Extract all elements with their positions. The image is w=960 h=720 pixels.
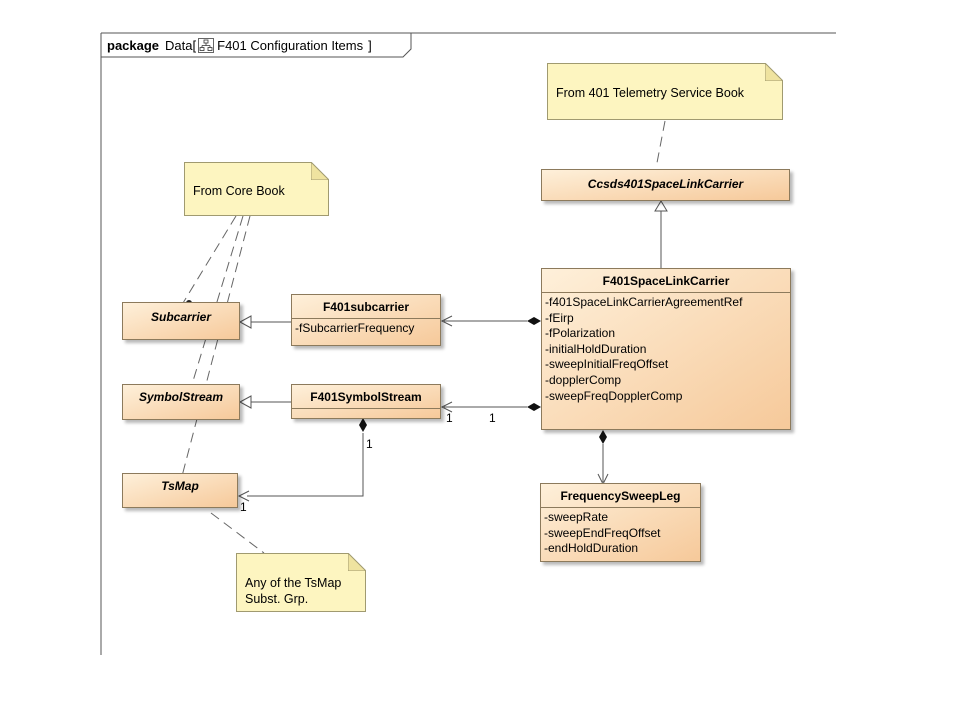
class-tsmap[interactable]: TsMap — [122, 473, 238, 508]
note-tsmap-line2: Subst. Grp. — [245, 592, 309, 606]
note-fold-icon — [765, 63, 783, 81]
composition-diamond — [527, 317, 541, 325]
class-name: Subcarrier — [150, 310, 212, 324]
navigability-arrow — [237, 490, 250, 502]
generalization-arrowhead — [238, 315, 252, 329]
attribute: -sweepInitialFreqOffset — [545, 357, 669, 372]
multiplicity-label: 1 — [446, 411, 453, 425]
composition-diamond — [359, 418, 367, 432]
attribute: -dopplerComp — [545, 372, 622, 387]
note-anchor-tsmap — [210, 512, 265, 554]
attribute: -sweepEndFreqOffset — [544, 525, 661, 540]
attribute-list: -fSubcarrierFrequency — [292, 318, 440, 339]
frame-header: package Data [ F401 Configuration Items … — [101, 33, 411, 57]
class-f401subcarrier[interactable]: F401subcarrier -fSubcarrierFrequency — [291, 294, 441, 346]
class-name: FrequencySweepLeg — [560, 489, 681, 503]
frame-keyword: package — [107, 37, 160, 53]
attribute: -fPolarization — [545, 326, 616, 341]
class-subcarrier[interactable]: Subcarrier — [122, 302, 240, 340]
attribute: -sweepFreqDopplerComp — [545, 388, 683, 403]
frame-tab-border — [101, 33, 412, 58]
composition-diamond — [599, 430, 607, 444]
class-name: Ccsds401SpaceLinkCarrier — [587, 177, 744, 191]
class-f401spacelinkcarrier[interactable]: F401SpaceLinkCarrier -f401SpaceLinkCarri… — [541, 268, 791, 430]
attribute: -f401SpaceLinkCarrierAgreementRef — [545, 295, 743, 309]
class-diagram-icon — [198, 37, 215, 53]
note-anchor-core-subcarrier — [182, 215, 237, 304]
frame-bracket-open: [ — [192, 37, 197, 53]
class-symbolstream[interactable]: SymbolStream — [122, 384, 240, 420]
note-anchor-core-symbolstream — [189, 215, 244, 392]
frame-bracket-close: ] — [368, 37, 372, 53]
class-ccsds401spacelinkcarrier[interactable]: Ccsds401SpaceLinkCarrier — [541, 169, 790, 201]
note-telemetry[interactable]: From 401 Telemetry Service Book — [547, 63, 783, 120]
attribute: -fSubcarrierFrequency — [295, 321, 415, 335]
note-core-text: From Core Book — [193, 184, 285, 198]
note-anchor-telemetry — [655, 120, 666, 169]
note-tsmap-line1: Any of the TsMap — [245, 576, 342, 590]
class-name: F401subcarrier — [322, 300, 410, 314]
generalization-arrowhead — [238, 395, 252, 409]
class-name: TsMap — [161, 479, 199, 493]
note-fold-icon — [348, 553, 366, 571]
attribute: -initialHoldDuration — [545, 341, 647, 356]
attribute-list — [292, 408, 440, 421]
multiplicity-label: 1 — [489, 411, 496, 425]
class-name: SymbolStream — [138, 390, 224, 404]
attribute: -sweepRate — [544, 510, 609, 524]
multiplicity-label: 1 — [240, 500, 247, 514]
composition-diamond — [527, 403, 541, 411]
attribute-list: -f401SpaceLinkCarrierAgreementRef -fEirp… — [542, 292, 790, 406]
navigability-arrow — [440, 315, 453, 327]
class-name: F401SymbolStream — [310, 390, 422, 404]
attribute: -fEirp — [545, 310, 574, 325]
composition-tsmap — [247, 433, 364, 497]
attribute: -endHoldDuration — [544, 541, 639, 556]
generalization-arrowhead — [654, 200, 668, 212]
attribute-list: -sweepRate -sweepEndFreqOffset -endHoldD… — [541, 507, 700, 559]
note-core[interactable]: From Core Book — [184, 162, 329, 216]
note-anchor-core-tsmap — [180, 215, 251, 481]
multiplicity-label: 1 — [366, 437, 373, 451]
class-frequencysweepleg[interactable]: FrequencySweepLeg -sweepRate -sweepEndFr… — [540, 483, 701, 562]
class-f401symbolstream[interactable]: F401SymbolStream — [291, 384, 441, 419]
frame-diagram-name: F401 Configuration Items — [217, 37, 364, 53]
note-fold-icon — [311, 162, 329, 180]
class-name: F401SpaceLinkCarrier — [602, 274, 730, 288]
navigability-arrow — [440, 401, 453, 413]
note-telemetry-text: From 401 Telemetry Service Book — [556, 86, 745, 100]
frame-package-name: Data — [165, 37, 193, 53]
note-tsmap[interactable]: Any of the TsMap Subst. Grp. — [236, 553, 366, 612]
